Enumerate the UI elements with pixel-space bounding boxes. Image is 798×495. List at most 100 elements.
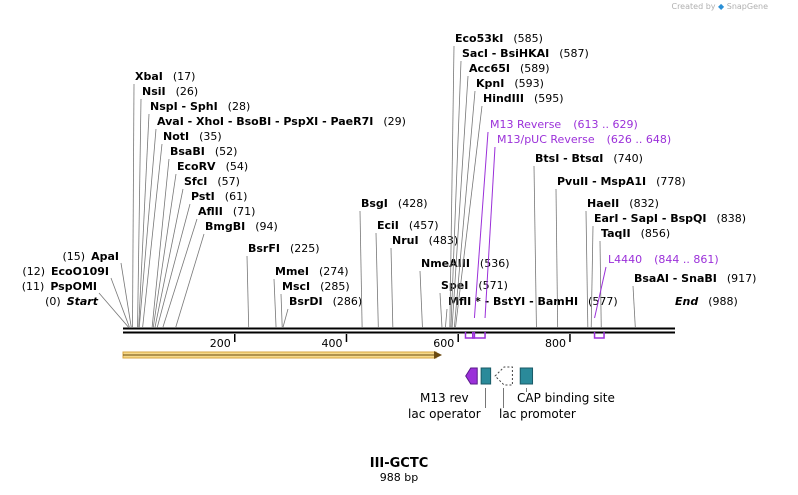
site-leader-eari-sapi-bspqi bbox=[590, 225, 594, 329]
site-avai-xhoi-bsobi-pspxi-paer7i: AvaI - XhoI - BsoBI - PspXI - PaeR7I bbox=[157, 115, 373, 128]
site-pos-apai: (15) bbox=[63, 250, 86, 263]
site-pos-ecoo109i: (12) bbox=[22, 265, 45, 278]
site-leader-bsrfi bbox=[246, 255, 250, 329]
site-ecorv: EcoRV bbox=[177, 160, 216, 173]
site-nspi-sphi: NspI - SphI bbox=[150, 100, 218, 113]
site-pos-msci: (285) bbox=[320, 280, 350, 293]
site-leader-avai-xhoi-bsobi-pspxi-paer7i bbox=[138, 128, 157, 329]
primer-m13-puc-reverse: M13/pUC Reverse bbox=[497, 133, 595, 146]
site-pos-hindiii: (595) bbox=[534, 92, 564, 105]
site-aflii: AflII bbox=[198, 205, 223, 218]
orf-arrow-head bbox=[434, 351, 443, 359]
site-pos-noti: (35) bbox=[199, 130, 222, 143]
feature-lac-operator bbox=[480, 367, 492, 385]
site-pvuii-mspa1i: PvuII - MspA1I bbox=[557, 175, 646, 188]
site-pos-ecii: (457) bbox=[409, 219, 439, 232]
site-leader-pspomi bbox=[98, 292, 130, 329]
primer-pos-l4440: (844 .. 861) bbox=[654, 253, 719, 266]
site-pos-taqii: (856) bbox=[641, 227, 671, 240]
site-pos-sfci: (57) bbox=[217, 175, 240, 188]
site-pos-mmei: (274) bbox=[319, 265, 349, 278]
sequence-title: III-GCTC bbox=[369, 456, 429, 471]
site-pos-start: (0) bbox=[45, 295, 61, 308]
primer-m13-reverse: M13 Reverse bbox=[490, 118, 561, 131]
site-msci: MscI bbox=[282, 280, 310, 293]
site-eari-sapi-bspqi: EarI - SapI - BspQI bbox=[594, 212, 706, 225]
site-bsrfi: BsrFI bbox=[248, 242, 280, 255]
site-pos-ecorv: (54) bbox=[226, 160, 249, 173]
primer-bracket-m13-puc-reverse bbox=[471, 332, 486, 339]
site-pos-mfli-bstyi-bamhi: (577) bbox=[588, 295, 618, 308]
site-leader-msci bbox=[280, 293, 283, 329]
site-leader-btsi-bts-i bbox=[533, 165, 537, 329]
site-pos-bsrfi: (225) bbox=[290, 242, 320, 255]
feature-label-m13-rev: M13 rev bbox=[420, 391, 469, 405]
site-pos-btsi-bts-i: (740) bbox=[613, 152, 643, 165]
site-leader-mfli-bstyi-bamhi bbox=[444, 308, 448, 329]
credit-brand: SnapGene bbox=[726, 2, 768, 11]
site-btsi-bts-i: BtsI - BtsαI bbox=[535, 152, 603, 165]
site-pos-nsii: (26) bbox=[176, 85, 199, 98]
site-pos-psti: (61) bbox=[225, 190, 248, 203]
site-bsgi: BsgI bbox=[361, 197, 388, 210]
site-leader-bmgbi bbox=[175, 233, 205, 329]
site-leader-bsrdi bbox=[282, 308, 289, 329]
site-pos-haeii: (832) bbox=[629, 197, 659, 210]
feature-label-lac-operator: lac operator bbox=[408, 407, 481, 421]
feature-m13-rev bbox=[465, 367, 478, 385]
site-pspomi: PspOMI bbox=[50, 280, 97, 293]
site-leader-apai bbox=[120, 262, 132, 329]
site-bsrdi: BsrDI bbox=[289, 295, 323, 308]
title-block: III-GCTC 988 bp bbox=[0, 456, 798, 484]
primer-bracket-l4440 bbox=[593, 332, 605, 339]
credit-text: Created by bbox=[671, 2, 716, 11]
site-pos-nmeaiii: (536) bbox=[480, 257, 510, 270]
site-bsabi: BsaBI bbox=[170, 145, 205, 158]
tick-label: 600 bbox=[433, 337, 454, 350]
site-taqii: TaqII bbox=[601, 227, 631, 240]
site-pos-saci-bsihkai: (587) bbox=[559, 47, 589, 60]
site-pos-pspomi: (11) bbox=[22, 280, 45, 293]
tick-label: 200 bbox=[210, 337, 231, 350]
site-pos-bsgi: (428) bbox=[398, 197, 428, 210]
site-leader-mmei bbox=[273, 278, 277, 329]
site-pos-bmgbi: (94) bbox=[255, 220, 278, 233]
site-acc65i: Acc65I bbox=[469, 62, 510, 75]
site-leader-pvuii-mspa1i bbox=[555, 188, 559, 329]
site-leader-haeii bbox=[585, 210, 589, 329]
site-nsii: NsiI bbox=[142, 85, 166, 98]
feature-label-cap-binding-site: CAP binding site bbox=[517, 391, 615, 405]
site-leader-aflii bbox=[162, 218, 198, 329]
site-leader-bsabi bbox=[151, 158, 170, 329]
site-apai: ApaI bbox=[91, 250, 119, 263]
site-pos-bsrdi: (286) bbox=[333, 295, 363, 308]
site-pos-eari-sapi-bspqi: (838) bbox=[716, 212, 746, 225]
primer-pos-m13-reverse: (613 .. 629) bbox=[573, 118, 638, 131]
site-kpni: KpnI bbox=[476, 77, 504, 90]
tick-label: 800 bbox=[545, 337, 566, 350]
primer-bracket-m13-reverse bbox=[464, 332, 476, 339]
site-mfli-bstyi-bamhi: MflI * - BstYI - BamHI bbox=[448, 295, 578, 308]
site-noti: NotI bbox=[163, 130, 189, 143]
site-leader-eco53ki bbox=[449, 45, 455, 329]
site-leader-bsaai-snabi bbox=[632, 285, 636, 329]
site-pos-spei: (571) bbox=[478, 279, 508, 292]
site-mmei: MmeI bbox=[275, 265, 309, 278]
site-hindiii: HindIII bbox=[483, 92, 524, 105]
feature-label-lac-promoter: lac promoter bbox=[499, 407, 576, 421]
site-pos-avai-xhoi-bsobi-pspxi-paer7i: (29) bbox=[383, 115, 406, 128]
site-leader-hindiii bbox=[455, 105, 483, 329]
site-leader-bsgi bbox=[359, 210, 363, 329]
site-pos-xbai: (17) bbox=[173, 70, 196, 83]
snapgene-logo-icon: ◆ bbox=[718, 2, 725, 11]
primer-leader-m13-puc-reverse bbox=[484, 146, 496, 319]
site-leader-kpni bbox=[453, 90, 476, 329]
site-leader-ecorv bbox=[152, 173, 177, 329]
site-saci-bsihkai: SacI - BsiHKAI bbox=[462, 47, 549, 60]
site-start: Start bbox=[67, 295, 99, 308]
primer-leader-m13-reverse bbox=[473, 131, 489, 319]
site-xbai: XbaI bbox=[135, 70, 163, 83]
site-pos-nspi-sphi: (28) bbox=[228, 100, 251, 113]
site-leader-ecii bbox=[375, 232, 379, 329]
site-ecoo109i: EcoO109I bbox=[51, 265, 109, 278]
